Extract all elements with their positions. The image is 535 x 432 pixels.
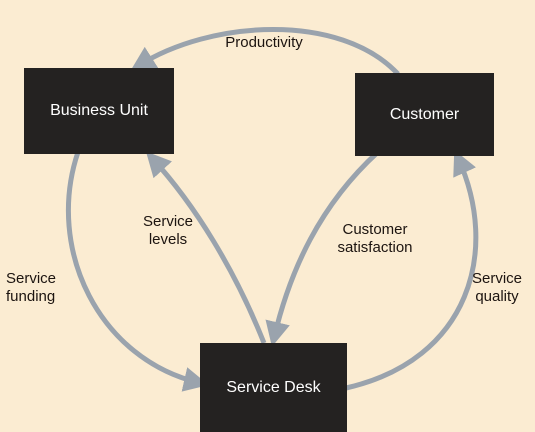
service-funding-label: Service funding [6, 270, 57, 305]
customer-satisfaction-label: Customer satisfaction [337, 221, 413, 256]
customer-label: Customer [389, 105, 460, 123]
service-levels-label: Service levels [142, 213, 194, 248]
business-unit-box: Business Unit [24, 68, 174, 154]
arrow-service-funding [65, 151, 209, 392]
arrow-customer-satisfaction [265, 150, 380, 347]
service-desk-label: Service Desk [226, 378, 321, 396]
arrow-service-quality [345, 149, 479, 391]
arrow-productivity [130, 27, 400, 76]
productivity-label: Productivity [225, 34, 303, 51]
arrow-service-levels [145, 151, 267, 344]
service-quality-label: Service quality [471, 270, 523, 305]
business-unit-label: Business Unit [50, 102, 148, 119]
service-desk-box: Service Desk [200, 343, 347, 432]
customer-box: Customer [355, 73, 494, 156]
